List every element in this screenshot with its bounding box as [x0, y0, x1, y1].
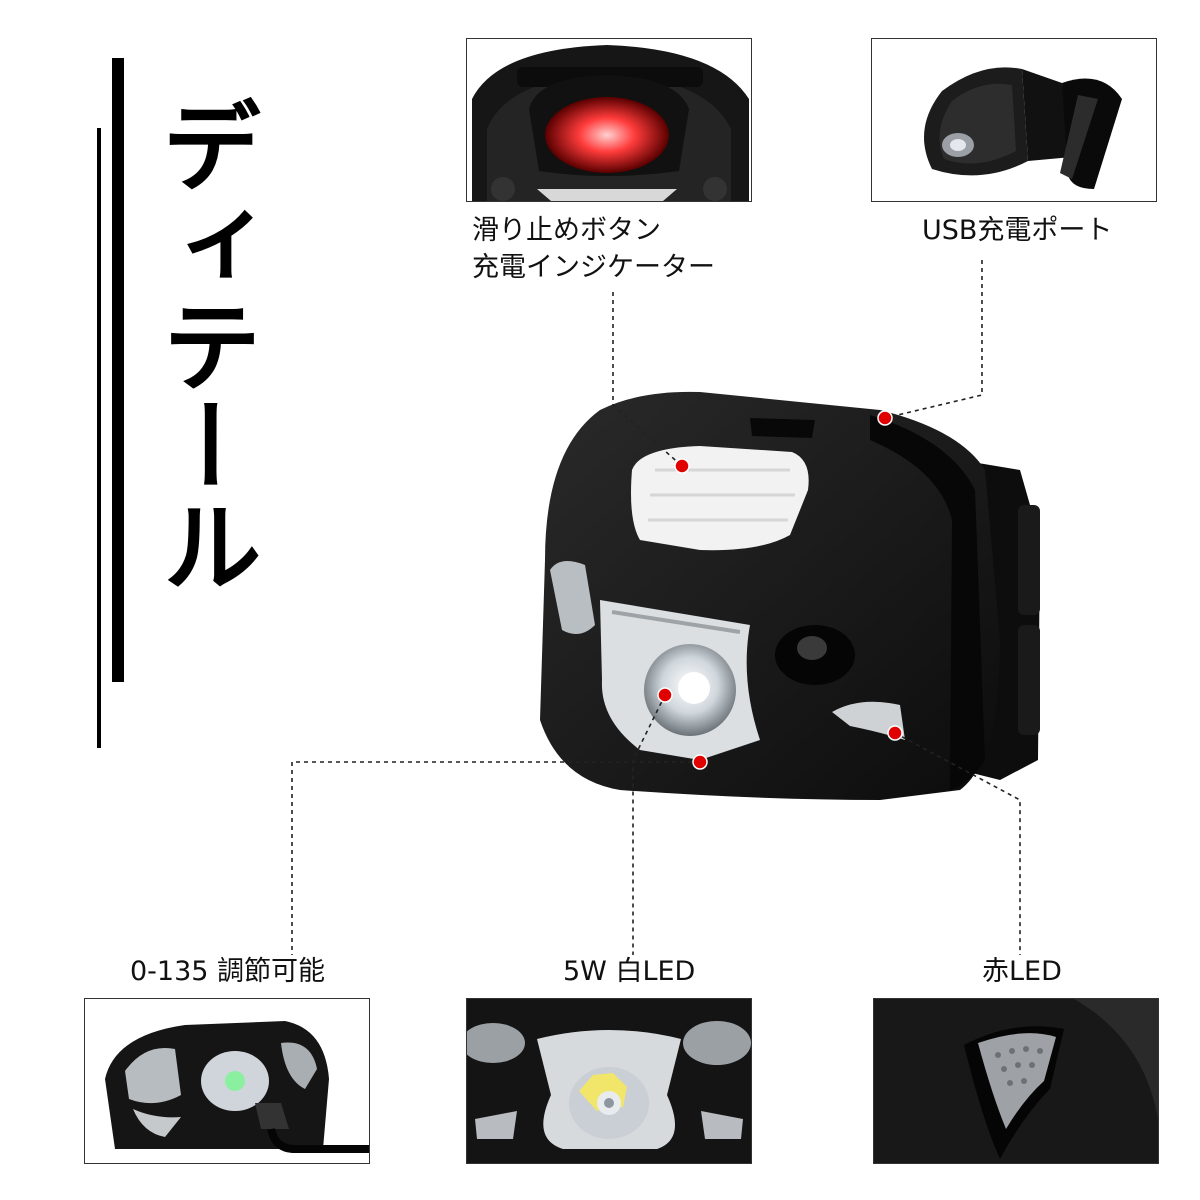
photo-white-led — [466, 998, 752, 1164]
angle-label: 0-135 調節可能 — [130, 956, 326, 987]
page-title: ディテール — [144, 95, 261, 595]
usb-port-label: USB充電ポート — [922, 215, 1113, 246]
charge-indicator-label: 充電インジケーター — [472, 252, 715, 283]
red-led-label: 赤LED — [982, 956, 1062, 987]
photo-red-led — [873, 998, 1159, 1164]
nonslip-button-label: 滑り止めボタン — [472, 215, 661, 246]
photo-angle-adjustable — [84, 998, 370, 1164]
decorative-bar-thick — [112, 58, 124, 682]
white-led-label: 5W 白LED — [563, 956, 696, 987]
photo-usb-port — [871, 38, 1157, 202]
decorative-bar-thin — [97, 128, 101, 748]
markers — [657, 410, 903, 770]
photo-charge-indicator — [466, 38, 752, 202]
